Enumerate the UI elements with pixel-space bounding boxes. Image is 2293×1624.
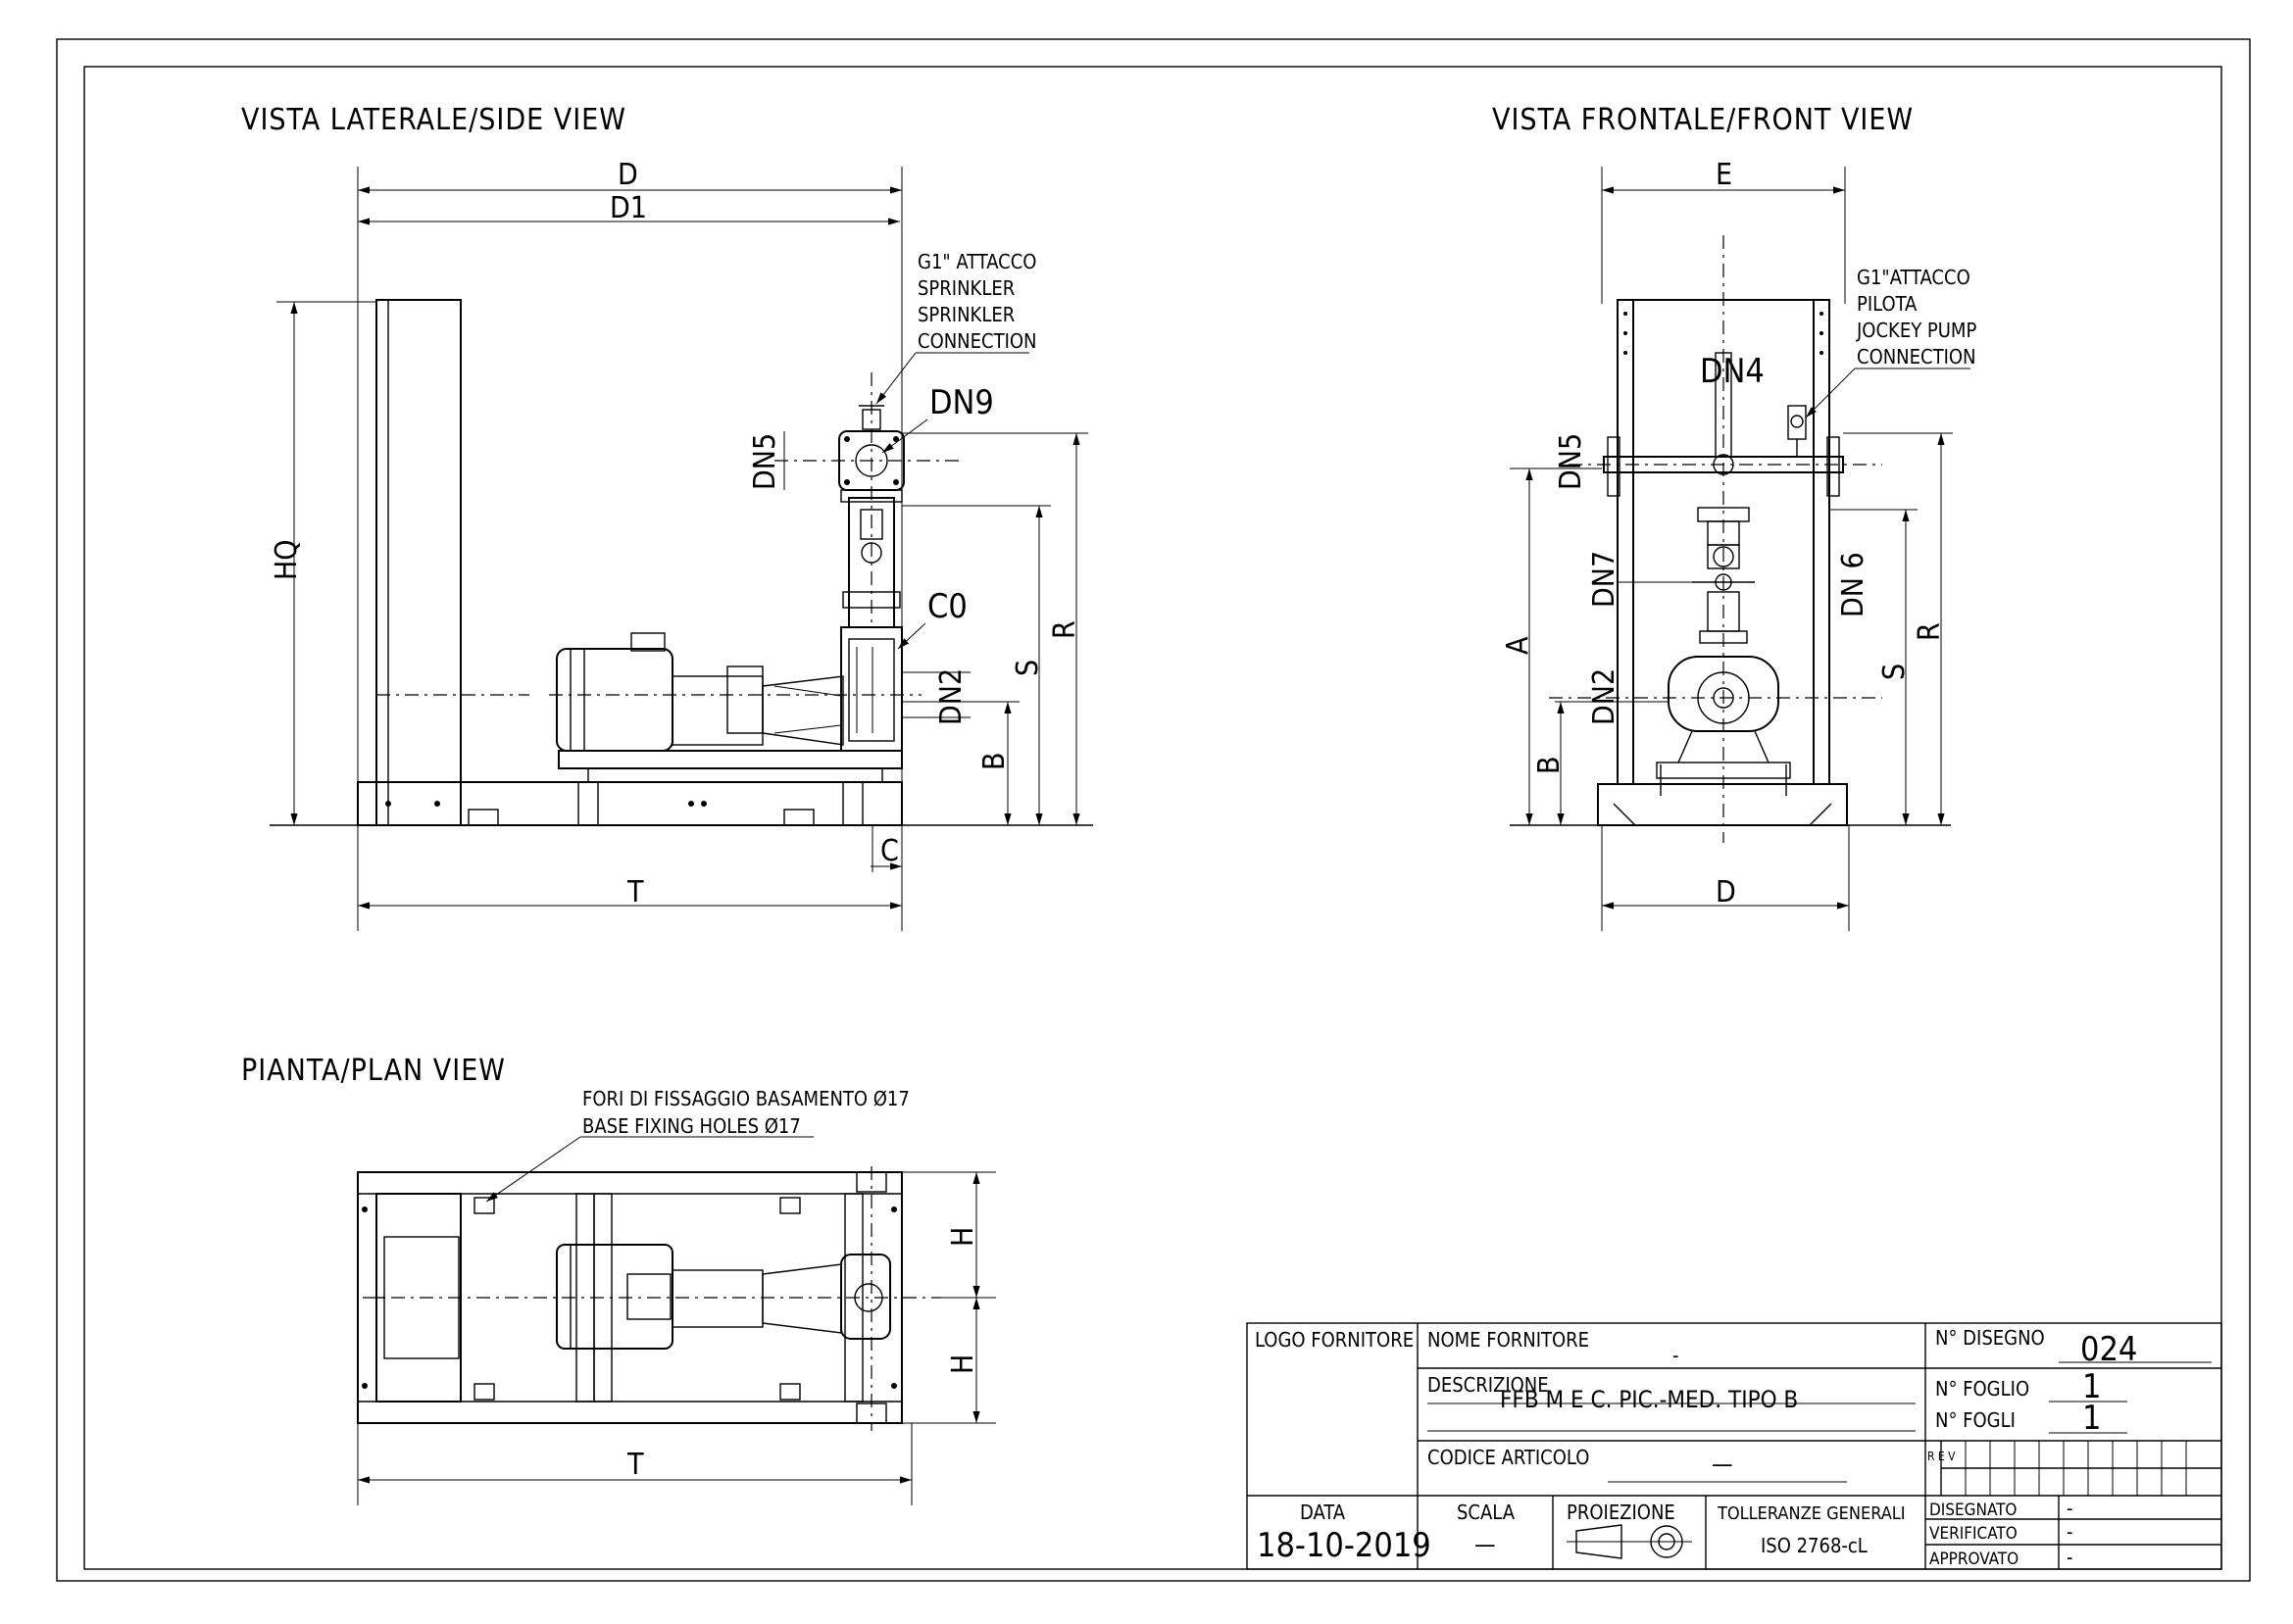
front-dim-DN4: DN4 <box>1700 352 1765 391</box>
tb-checked: - <box>2067 1520 2073 1544</box>
side-dim-D1: D1 <box>610 191 647 225</box>
inner-frame <box>83 66 2222 1570</box>
tb-tolerance: ISO 2768-cL <box>1761 1534 1868 1557</box>
jockey-note-line4: CONNECTION <box>1857 345 1975 369</box>
title-block: LOGO FORNITORE NOME FORNITORE - N° DISEG… <box>1246 1322 2222 1570</box>
front-dim-D: D <box>1716 875 1736 910</box>
front-view-title: VISTA FRONTALE/FRONT VIEW <box>1492 103 1914 137</box>
tb-supplier-value: - <box>1672 1344 1679 1367</box>
front-view: VISTA FRONTALE/FRONT VIEW E DN4 G1"A <box>1492 103 1976 931</box>
side-dim-R: R <box>1048 620 1082 639</box>
sprinkler-note-line2: SPRINKLER <box>918 276 1015 300</box>
front-dim-DN5: DN5 <box>1554 433 1588 490</box>
sprinkler-note-line3: SPRINKLER <box>918 303 1015 326</box>
tb-description: FFB M E C. PIC.-MED. TIPO B <box>1500 1386 1798 1413</box>
tb-date: 18-10-2019 <box>1257 1526 1431 1565</box>
front-dim-R: R <box>1913 622 1947 641</box>
side-dim-HQ: HQ <box>270 539 304 580</box>
tb-description-label: DESCRIZIONE <box>1427 1373 1549 1397</box>
front-dim-S: S <box>1877 664 1912 680</box>
side-dim-T: T <box>626 875 644 910</box>
side-dim-C: C <box>880 834 899 868</box>
plan-view-title: PIANTA/PLAN VIEW <box>241 1054 506 1088</box>
tb-checked-label: VERIFICATO <box>1929 1524 2018 1544</box>
tb-sheet: 1 <box>2082 1367 2101 1406</box>
tb-date-label: DATA <box>1300 1501 1346 1524</box>
projection-symbol-icon <box>1567 1524 1692 1559</box>
tb-scale: — <box>1474 1531 1496 1558</box>
front-dim-B: B <box>1532 756 1567 774</box>
side-dim-CO: C0 <box>927 587 968 626</box>
plan-view: PIANTA/PLAN VIEW FORI DI FISSAGGIO BASAM… <box>241 1054 996 1505</box>
front-dim-A: A <box>1501 636 1535 655</box>
side-dim-S: S <box>1011 660 1045 676</box>
side-dim-DN9: DN9 <box>929 383 994 422</box>
side-dim-DN2: DN2 <box>934 668 969 725</box>
tb-drawn: - <box>2067 1497 2073 1520</box>
jockey-note-line3: JOCKEY PUMP <box>1856 319 1976 342</box>
front-dim-E: E <box>1716 158 1732 192</box>
jockey-note-line1: G1"ATTACCO <box>1857 266 1970 289</box>
sprinkler-note-line4: CONNECTION <box>918 329 1036 353</box>
side-view-title: VISTA LATERALE/SIDE VIEW <box>241 103 626 137</box>
fixing-note-line1: FORI DI FISSAGGIO BASAMENTO Ø17 <box>582 1087 910 1110</box>
tb-scale-label: SCALA <box>1457 1501 1516 1524</box>
tb-article: — <box>1712 1451 1733 1478</box>
tb-logo-label: LOGO FORNITORE <box>1255 1328 1414 1352</box>
tb-projection-label: PROIEZIONE <box>1567 1501 1675 1524</box>
tb-rev-label: R E V <box>1927 1450 1956 1463</box>
side-view: VISTA LATERALE/SIDE VIEW D D1 HQ <box>241 103 1093 931</box>
tb-drawn-label: DISEGNATO <box>1929 1501 2017 1520</box>
tb-drawing-no-label: N° DISEGNO <box>1935 1326 2045 1350</box>
plan-dim-H1: H <box>946 1227 980 1247</box>
sprinkler-note-line1: G1" ATTACCO <box>918 250 1036 273</box>
tb-sheets-label: N° FOGLI <box>1935 1408 2016 1432</box>
front-dim-DN2: DN2 <box>1587 668 1621 725</box>
front-dim-DN6: DN 6 <box>1836 552 1870 617</box>
tb-approved: - <box>2067 1546 2073 1569</box>
tb-tolerance-label: TOLLERANZE GENERALI <box>1717 1503 1906 1524</box>
tb-sheet-label: N° FOGLIO <box>1935 1377 2029 1401</box>
plan-dim-T: T <box>626 1448 644 1482</box>
tb-supplier-label: NOME FORNITORE <box>1427 1328 1589 1352</box>
jockey-note-line2: PILOTA <box>1857 292 1918 316</box>
tb-article-label: CODICE ARTICOLO <box>1427 1446 1589 1469</box>
fixing-note-line2: BASE FIXING HOLES Ø17 <box>582 1114 801 1138</box>
front-dim-DN7: DN7 <box>1587 551 1621 608</box>
plan-dim-H2: H <box>946 1354 980 1374</box>
tb-approved-label: APPROVATO <box>1929 1550 2019 1569</box>
outer-frame <box>56 38 2251 1582</box>
tb-drawing-no: 024 <box>2080 1330 2137 1369</box>
side-dim-B: B <box>977 752 1012 770</box>
side-dim-D: D <box>618 158 638 192</box>
side-dim-DN5: DN5 <box>748 433 782 490</box>
tb-sheets: 1 <box>2082 1399 2101 1438</box>
